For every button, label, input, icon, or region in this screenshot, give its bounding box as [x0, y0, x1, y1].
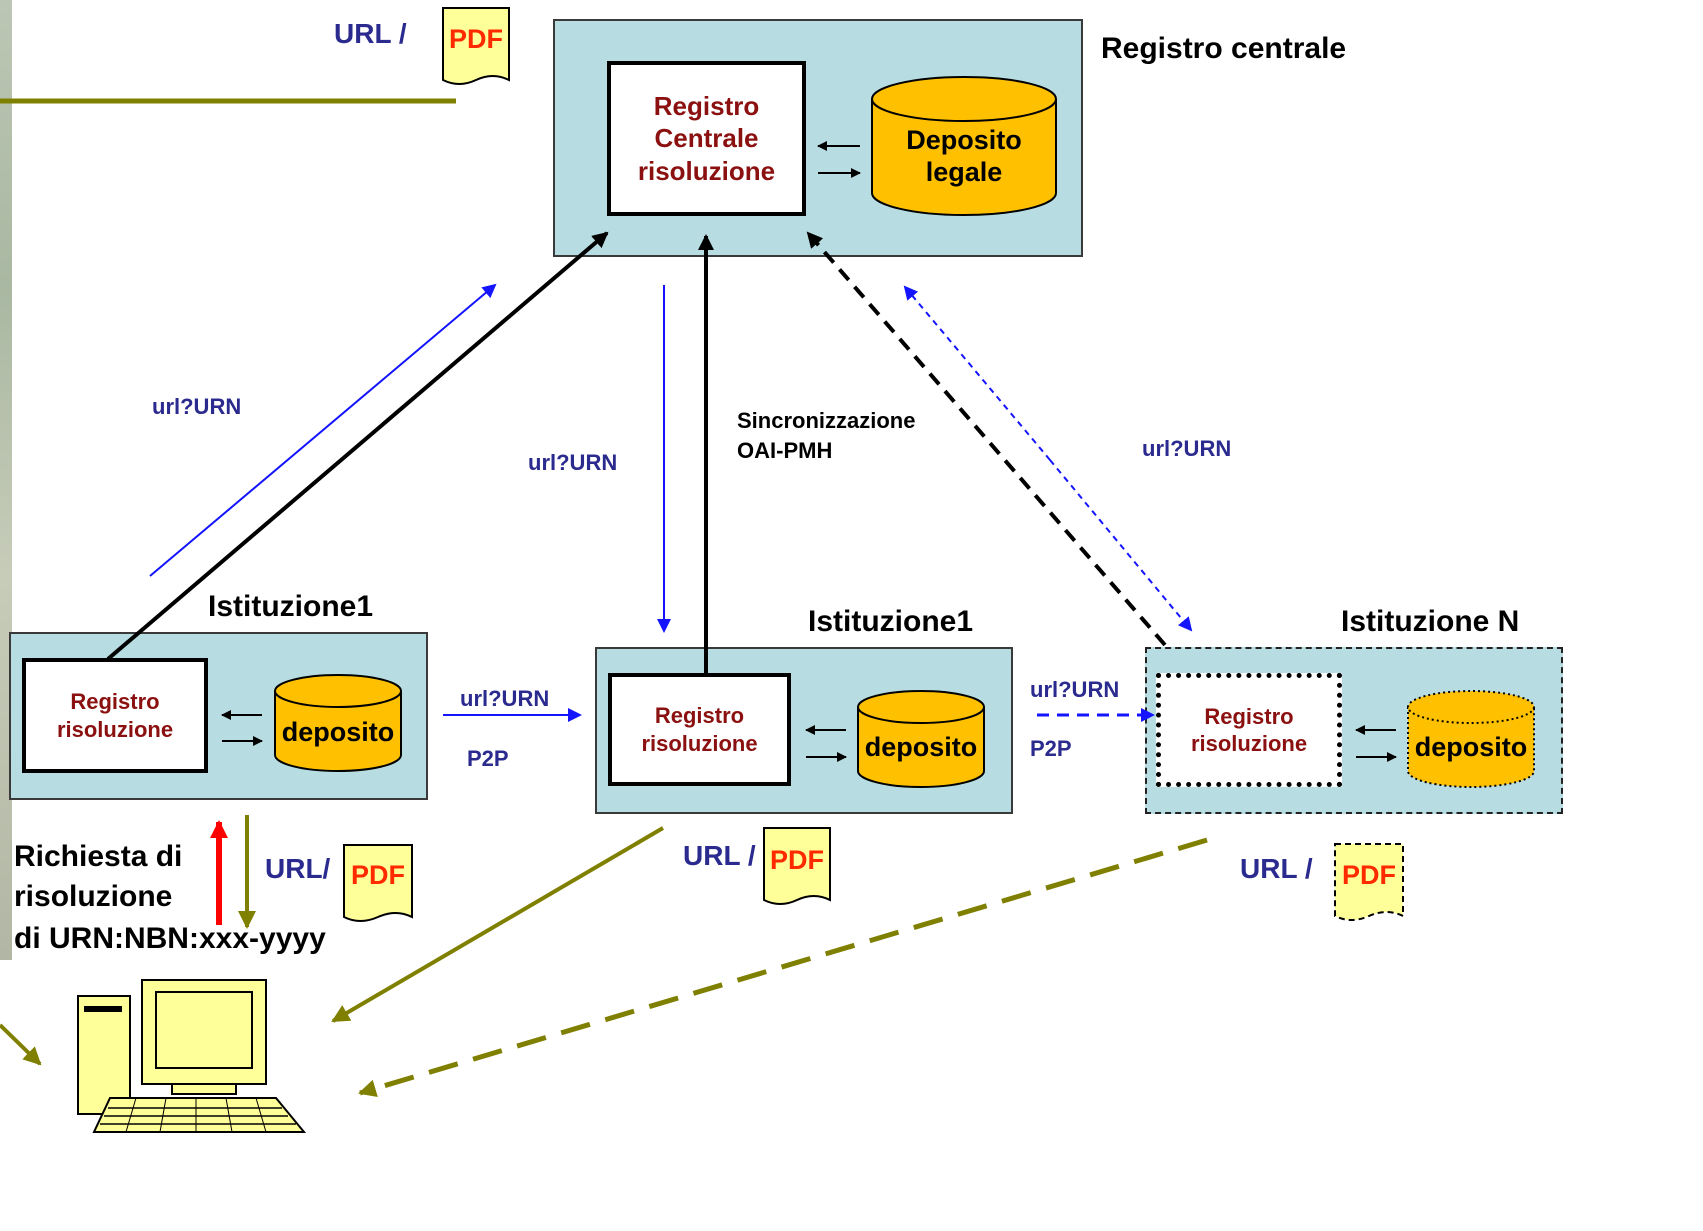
left-deposit-label: deposito	[281, 717, 395, 747]
mid-to-computer-olive-arrow	[331, 826, 665, 1023]
mid-pdf-document	[763, 827, 831, 905]
n-to-central-dashed-arrow	[806, 231, 1167, 647]
institution-left-title: Istituzione1	[208, 590, 374, 623]
institution-mid-title: Istituzione1	[808, 605, 974, 638]
legal-deposit-cylinder	[871, 76, 1057, 216]
url-urn-right-label: url?URN	[1142, 436, 1232, 461]
mid-deposit-label: deposito	[864, 732, 978, 762]
central-registry-box: Registro Centrale risoluzione	[607, 61, 806, 216]
right-pdf-document	[1334, 843, 1404, 921]
sync-label-line2: OAI-PMH	[737, 438, 833, 463]
top-url-label: URL /	[334, 18, 407, 49]
top-pdf-document	[442, 7, 510, 85]
url-urn-mid-label: url?URN	[528, 450, 618, 475]
p2p-label-1: P2P	[467, 746, 509, 771]
url-urn-left-label: url?URN	[152, 394, 242, 419]
left-deposit-cylinder	[274, 674, 402, 772]
left-pdf-document	[343, 844, 413, 922]
n-central-blue-dashed-arrow-a	[903, 285, 1051, 461]
n-registry-box: Registro risoluzione	[1156, 673, 1342, 787]
request-label-line1: Richiesta di	[14, 840, 183, 873]
offscreen-to-computer-olive-arrow	[0, 1023, 42, 1066]
left-registry-box: Registro risoluzione	[22, 658, 208, 773]
mid-deposit-cylinder	[857, 690, 985, 788]
mid-registry-box: Registro risoluzione	[608, 673, 791, 786]
p2p-url-urn-label-1: url?URN	[460, 686, 550, 711]
request-label-line3: di URN:NBN:xxx-yyyy	[14, 922, 326, 955]
left-pdf-label: PDF	[351, 860, 405, 890]
request-label-line2: risoluzione	[14, 880, 173, 913]
mid-url-label: URL /	[683, 840, 756, 871]
n-deposit-label: deposito	[1414, 732, 1528, 762]
computer-icon	[77, 979, 307, 1133]
legal-deposit-label: Deposito legale	[906, 125, 1022, 188]
n-deposit-cylinder	[1407, 690, 1535, 788]
mid-pdf-label: PDF	[770, 845, 824, 875]
n-central-blue-dashed-arrow-b	[1049, 459, 1193, 632]
n-to-computer-olive-dashed-arrow	[358, 837, 1208, 1098]
right-url-label: URL /	[1240, 853, 1313, 884]
left-to-central-arrow	[106, 231, 609, 661]
left-url-label: URL/	[265, 853, 331, 884]
sync-label-line1: Sincronizzazione	[737, 408, 916, 433]
left-url-urn-blue-arrow	[149, 283, 497, 577]
central-title: Registro centrale	[1101, 32, 1347, 65]
institution-n-title: Istituzione N	[1341, 605, 1520, 638]
top-pdf-label: PDF	[449, 24, 503, 54]
p2p-label-2: P2P	[1030, 736, 1072, 761]
right-pdf-label: PDF	[1342, 860, 1396, 890]
p2p-url-urn-label-2: url?URN	[1030, 677, 1120, 702]
